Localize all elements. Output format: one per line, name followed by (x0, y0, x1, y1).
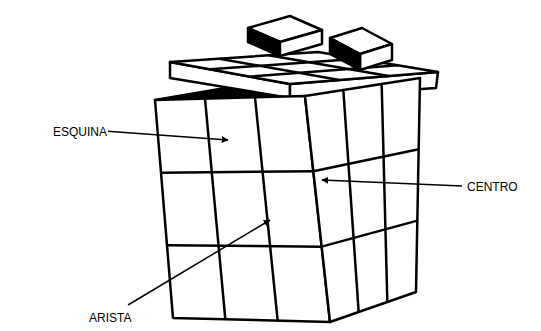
leader-lines (104, 131, 462, 305)
cube-drawing (155, 16, 438, 322)
sticker-line (205, 99, 225, 320)
part-label: ARISTA (88, 311, 132, 325)
floating-piece-side (330, 38, 360, 70)
part-label: CENTRO (466, 180, 519, 194)
sticker-line (161, 171, 313, 172)
sticker-line (313, 149, 418, 171)
sticker-line (382, 84, 388, 302)
floating-piece-side (280, 30, 322, 56)
right-face (305, 78, 420, 322)
leader-line (128, 220, 270, 305)
floating-piece-side (248, 28, 280, 56)
leader-line (322, 180, 462, 186)
sticker-line (167, 245, 322, 246)
top-layer-face (170, 52, 438, 84)
floating-piece-side (360, 44, 392, 70)
front-face (155, 96, 330, 322)
leader-line (104, 131, 228, 140)
sticker-line (343, 90, 358, 312)
sticker-line (250, 65, 398, 76)
sticker-line (322, 221, 418, 247)
sticker-line (255, 97, 278, 320)
part-label: ESQUINA (52, 125, 108, 139)
